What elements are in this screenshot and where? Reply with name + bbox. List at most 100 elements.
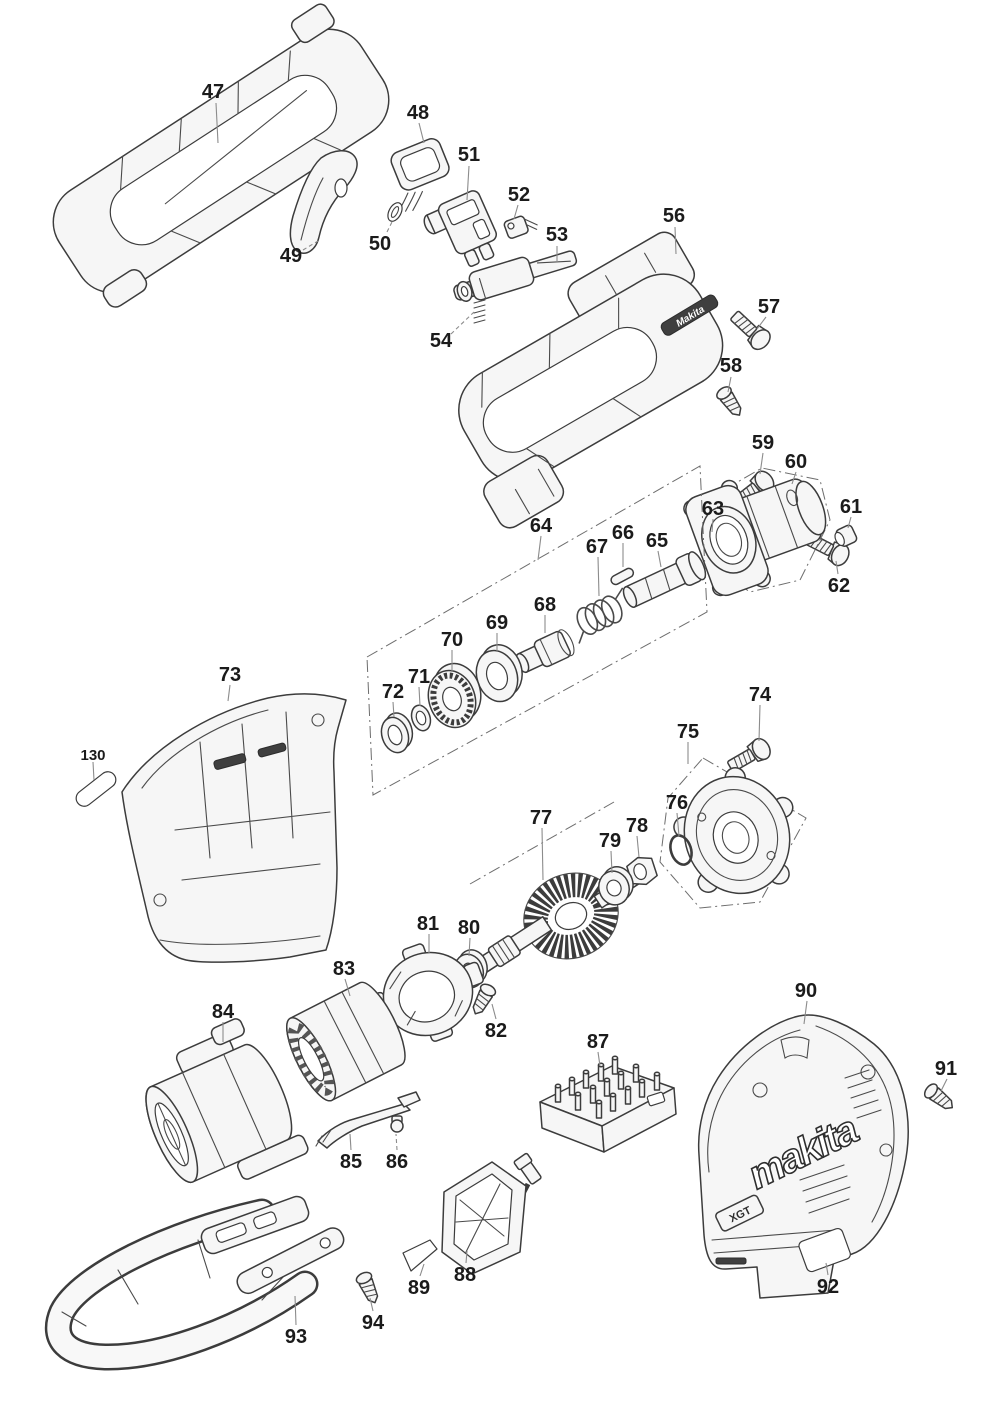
part-51-switch-unit xyxy=(423,190,498,267)
leader-line-71 xyxy=(418,686,421,707)
part-label-63: 63 xyxy=(702,498,724,520)
part-label-130: 130 xyxy=(80,747,105,764)
part-label-50: 50 xyxy=(369,233,391,255)
part-label-67: 67 xyxy=(586,536,608,558)
part-49-grip xyxy=(289,150,358,254)
part-94-screw xyxy=(353,1269,384,1307)
leader-line-59 xyxy=(759,452,764,475)
part-81-brush-holder xyxy=(368,943,484,1042)
part-47-rear-frame xyxy=(52,3,390,308)
part-label-81: 81 xyxy=(417,913,439,935)
leader-line-48 xyxy=(418,122,425,144)
part-label-71: 71 xyxy=(408,666,430,688)
part-89-label-sticker xyxy=(402,1239,438,1272)
part-label-78: 78 xyxy=(626,815,648,837)
part-85-shift-lever xyxy=(315,1091,421,1149)
part-label-73: 73 xyxy=(219,664,241,686)
leader-line-49 xyxy=(302,240,319,251)
part-label-88: 88 xyxy=(454,1264,476,1286)
part-90-rear-cover: makita XGT xyxy=(697,1014,909,1299)
part-label-75: 75 xyxy=(677,721,699,743)
part-label-72: 72 xyxy=(382,681,404,703)
leader-line-54 xyxy=(450,311,475,335)
group-60-outline xyxy=(705,467,831,593)
part-130-label-sticker xyxy=(75,771,117,807)
part-78-pinion-nut xyxy=(626,856,658,886)
part-label-93: 93 xyxy=(285,1326,307,1348)
part-label-65: 65 xyxy=(646,530,668,552)
part-58-screw xyxy=(713,383,747,421)
group-64-outline xyxy=(366,465,708,796)
leader-line-57 xyxy=(756,316,767,330)
part-61-nut xyxy=(834,524,858,547)
part-label-68: 68 xyxy=(534,594,556,616)
part-68-sleeve xyxy=(515,629,575,674)
leader-line-62 xyxy=(835,560,839,575)
leader-line-91 xyxy=(940,1078,948,1092)
leader-line-61 xyxy=(847,516,852,529)
leader-line-89 xyxy=(419,1263,425,1277)
part-label-92: 92 xyxy=(817,1276,839,1298)
part-label-62: 62 xyxy=(828,575,850,597)
part-67-spring xyxy=(576,587,624,644)
part-label-77: 77 xyxy=(530,807,552,829)
leader-line-93 xyxy=(294,1295,297,1326)
part-93-loop-handle xyxy=(44,1195,345,1371)
part-73-gear-housing-cover xyxy=(121,692,347,963)
part-83-stator xyxy=(286,981,406,1102)
leader-line-80 xyxy=(468,937,471,957)
leader-line-85 xyxy=(349,1133,352,1151)
part-60-gear-housing xyxy=(683,478,827,597)
part-label-61: 61 xyxy=(840,496,862,518)
leader-line-82 xyxy=(491,1003,497,1020)
part-56-main-housing: Makita xyxy=(458,231,724,529)
leader-line-52 xyxy=(513,204,519,220)
part-53-lever xyxy=(453,250,578,302)
part-label-60: 60 xyxy=(785,451,807,473)
part-label-82: 82 xyxy=(485,1020,507,1042)
leader-line-63 xyxy=(711,518,714,533)
part-92-nameplate xyxy=(798,1227,851,1273)
part-70-bearing xyxy=(427,662,482,729)
leader-line-78 xyxy=(636,835,640,858)
part-label-84: 84 xyxy=(212,1001,235,1023)
part-label-74: 74 xyxy=(749,684,772,706)
leader-line-92 xyxy=(825,1262,829,1276)
leader-line-83 xyxy=(344,978,351,997)
leader-line-87 xyxy=(597,1051,601,1067)
leader-line-67 xyxy=(597,556,600,597)
part-label-85: 85 xyxy=(340,1151,362,1173)
leader-line-60 xyxy=(791,471,797,485)
part-84-motor-housing xyxy=(145,1018,309,1184)
part-label-48: 48 xyxy=(407,102,429,124)
part-54-spring xyxy=(473,299,486,324)
part-label-56: 56 xyxy=(663,205,685,227)
part-label-47: 47 xyxy=(202,81,224,103)
part-86-pin xyxy=(390,1115,404,1133)
part-label-70: 70 xyxy=(441,629,463,651)
part-label-80: 80 xyxy=(458,917,480,939)
leader-line-73 xyxy=(227,684,231,702)
part-label-58: 58 xyxy=(720,355,742,377)
leader-line-65 xyxy=(657,550,662,568)
part-91-screw xyxy=(921,1080,958,1115)
part-65-shaft xyxy=(622,551,707,608)
part-label-53: 53 xyxy=(546,224,568,246)
leader-line-86 xyxy=(395,1133,398,1151)
part-label-51: 51 xyxy=(458,144,480,166)
part-label-87: 87 xyxy=(587,1031,609,1053)
part-label-54: 54 xyxy=(430,330,453,352)
leader-line-51 xyxy=(466,165,470,201)
part-label-52: 52 xyxy=(508,184,530,206)
leader-line-58 xyxy=(727,376,732,393)
part-label-66: 66 xyxy=(612,522,634,544)
part-label-79: 79 xyxy=(599,830,621,852)
part-label-76: 76 xyxy=(666,792,688,814)
part-87-controller xyxy=(539,1055,677,1153)
part-label-90: 90 xyxy=(795,980,817,1002)
leader-line-74 xyxy=(758,704,761,742)
leader-line-90 xyxy=(803,1000,808,1025)
part-72-ring xyxy=(380,712,414,754)
